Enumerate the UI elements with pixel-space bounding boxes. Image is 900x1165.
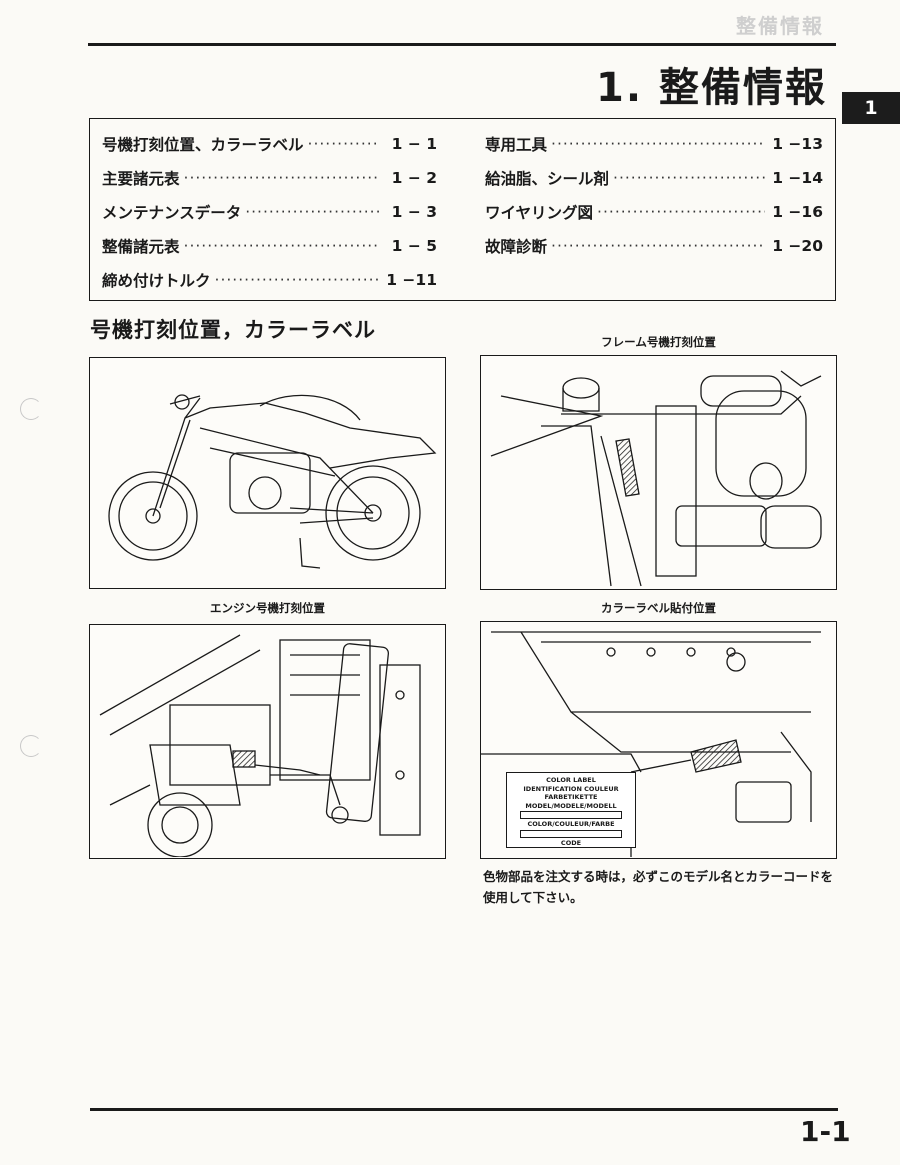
toc-right-column: 専用工具····································… bbox=[485, 127, 823, 263]
leader-dots: ···································· bbox=[613, 169, 765, 187]
leader-dots: ·································· bbox=[183, 237, 379, 255]
toc-item[interactable]: メンテナンスデータ·······························… bbox=[102, 195, 437, 229]
leader-dots: ·································· bbox=[245, 203, 379, 221]
label-plate-box bbox=[520, 811, 622, 819]
leader-dots: ···································· bbox=[551, 237, 765, 255]
leader-dots: ···································· bbox=[597, 203, 765, 221]
chapter-tab: 1 bbox=[842, 92, 900, 124]
toc-item-label: メンテナンスデータ bbox=[102, 204, 242, 222]
color-label-illustration: COLOR LABEL IDENTIFICATION COULEUR FARBE… bbox=[480, 621, 837, 859]
toc-item-label: 専用工具 bbox=[485, 136, 548, 154]
toc-item-page: 1 −14 bbox=[772, 169, 823, 187]
toc-item[interactable]: 給油脂、シール剤································… bbox=[485, 161, 823, 195]
leader-dots: ·································· bbox=[183, 169, 379, 187]
toc-item-label: 締め付けトルク bbox=[102, 272, 211, 290]
toc-item[interactable]: 整備諸元表·································· 1… bbox=[102, 229, 437, 263]
toc-item-label: 主要諸元表 bbox=[102, 170, 180, 188]
caption-engine-number: エンジン号機打刻位置 bbox=[210, 601, 325, 615]
color-label-plate: COLOR LABEL IDENTIFICATION COULEUR FARBE… bbox=[506, 772, 636, 848]
toc-item[interactable]: 主要諸元表·································· 1… bbox=[102, 161, 437, 195]
toc-item-page: 1 − 5 bbox=[391, 237, 437, 255]
punch-hole bbox=[20, 735, 42, 757]
page-title: 1. 整備情報 bbox=[596, 65, 827, 111]
leader-dots: ···································· bbox=[551, 135, 765, 153]
section-heading: 号機打刻位置，カラーラベル bbox=[90, 318, 376, 342]
toc-item-page: 1 − 2 bbox=[391, 169, 437, 187]
toc-item-page: 1 − 1 bbox=[391, 135, 437, 153]
label-plate-line: COLOR/COULEUR/FARBE bbox=[527, 820, 615, 828]
toc-item-label: ワイヤリング図 bbox=[485, 204, 594, 222]
header-stamp: 整備情報 bbox=[736, 14, 824, 38]
engine-number-illustration bbox=[89, 624, 446, 859]
label-plate-line: CODE bbox=[560, 838, 582, 847]
label-plate-box bbox=[520, 829, 622, 838]
toc-item[interactable]: 号機打刻位置、カラーラベル···························… bbox=[102, 127, 437, 161]
leader-dots: ·································· bbox=[307, 135, 379, 153]
toc-item-label: 給油脂、シール剤 bbox=[485, 170, 610, 188]
page-number: 1-1 bbox=[800, 1115, 851, 1148]
note-text: 色物部品を注文する時は，必ずこのモデル名とカラーコードを使用して下さい。 bbox=[483, 869, 834, 905]
toc-item[interactable]: 故障診断····································… bbox=[485, 229, 823, 263]
toc-left-column: 号機打刻位置、カラーラベル···························… bbox=[102, 127, 437, 297]
leader-dots: ·································· bbox=[214, 271, 379, 289]
toc-item-page: 1 − 3 bbox=[391, 203, 437, 221]
toc-item-page: 1 −11 bbox=[386, 271, 437, 289]
toc-item-page: 1 −13 bbox=[772, 135, 823, 153]
caption-frame-number: フレーム号機打刻位置 bbox=[601, 335, 716, 349]
toc-item[interactable]: ワイヤリング図·································… bbox=[485, 195, 823, 229]
toc-item[interactable]: 専用工具····································… bbox=[485, 127, 823, 161]
label-plate-line: MODEL/MODELE/MODELL bbox=[525, 801, 617, 810]
bottom-rule bbox=[90, 1108, 838, 1111]
toc-item-label: 整備諸元表 bbox=[102, 238, 180, 256]
toc-box: 号機打刻位置、カラーラベル···························… bbox=[89, 118, 836, 301]
label-plate-line: FARBETIKETTE bbox=[544, 793, 598, 801]
frame-number-illustration bbox=[480, 355, 837, 590]
toc-item-label: 故障診断 bbox=[485, 238, 548, 256]
label-plate-line: COLOR LABEL bbox=[546, 776, 596, 784]
toc-item[interactable]: 締め付けトルク·································… bbox=[102, 263, 437, 297]
top-rule bbox=[88, 43, 836, 46]
motorcycle-illustration bbox=[89, 357, 446, 589]
caption-color-label: カラーラベル貼付位置 bbox=[601, 601, 716, 615]
label-plate-line: IDENTIFICATION COULEUR bbox=[523, 784, 619, 793]
toc-item-page: 1 −16 bbox=[772, 203, 823, 221]
punch-hole bbox=[20, 398, 42, 420]
toc-item-page: 1 −20 bbox=[772, 237, 823, 255]
toc-item-label: 号機打刻位置、カラーラベル bbox=[102, 136, 304, 154]
